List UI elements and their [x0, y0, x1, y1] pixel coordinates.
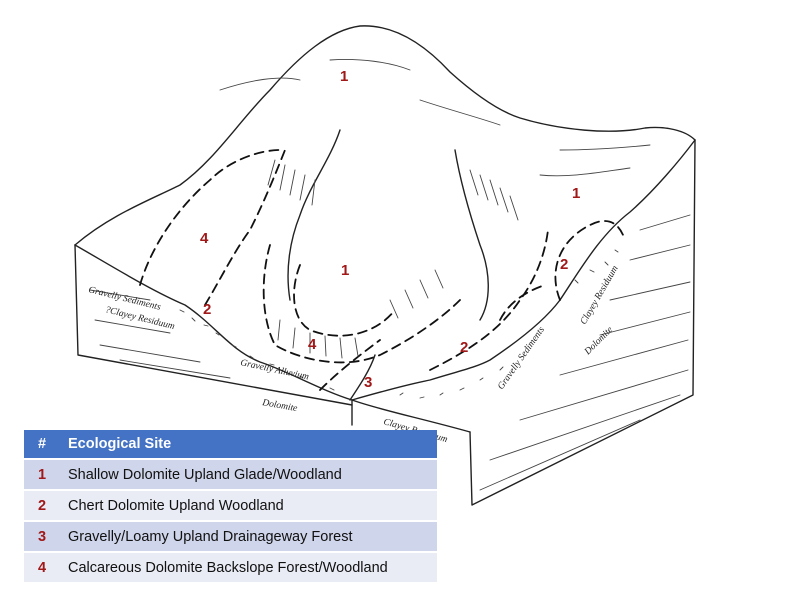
site-number-left-backslope: 4: [200, 230, 209, 247]
legend-row-number: 3: [24, 521, 60, 553]
left-face: [74, 244, 353, 406]
sediment-stipple: [179, 249, 619, 399]
ecological-boundaries: [139, 149, 626, 391]
legend-row-site: Shallow Dolomite Upland Glade/Woodland: [60, 459, 437, 491]
legend-row: 2 Chert Dolomite Upland Woodland: [24, 490, 437, 522]
legend-row: 1 Shallow Dolomite Upland Glade/Woodland: [24, 459, 437, 491]
legend-row-site: Gravelly/Loamy Upland Drainageway Forest: [60, 521, 437, 553]
site-number-center-knob: 1: [341, 262, 349, 279]
front-left-edge: [74, 244, 353, 401]
legend-header-number: #: [24, 430, 60, 460]
label-gravelly-alluvium: Gravelly Alluvium: [239, 358, 309, 382]
legend-row-site: Calcareous Dolomite Backslope Forest/Woo…: [60, 552, 437, 584]
label-dolomite-right: Dolomite: [582, 325, 615, 358]
legend-row-number: 2: [24, 490, 60, 522]
front-right-edge: [351, 139, 696, 401]
legend-row-number: 4: [24, 552, 60, 584]
site-number-upper-right: 1: [572, 185, 580, 202]
legend-row: 4 Calcareous Dolomite Backslope Forest/W…: [24, 552, 437, 584]
site-number-right-lower: 2: [460, 339, 468, 356]
slope-hatching: [219, 59, 651, 359]
site-number-right-slope: 2: [560, 256, 568, 273]
label-clayey-residuum-right: Clayey Residuum: [579, 264, 621, 326]
site-number-drainageway: 3: [364, 374, 372, 391]
site-number-center-lower: 4: [308, 336, 317, 353]
drainage-channels: [287, 129, 489, 401]
legend-header-site: Ecological Site: [60, 430, 437, 460]
terrain-outline: [74, 25, 696, 246]
legend-row-site: Chert Dolomite Upland Woodland: [60, 490, 437, 522]
label-dolomite-front: Dolomite: [260, 398, 298, 414]
ecological-site-legend: # Ecological Site 1 Shallow Dolomite Upl…: [24, 430, 437, 584]
site-number-summit: 1: [340, 68, 348, 85]
legend-row: 3 Gravelly/Loamy Upland Drainageway Fore…: [24, 521, 437, 553]
site-number-left-lower: 2: [203, 301, 211, 318]
front-face: [351, 399, 471, 433]
legend-header-row: # Ecological Site: [24, 430, 437, 460]
legend-row-number: 1: [24, 459, 60, 491]
label-gravelly-sediments-right: Gravelly Sediments: [496, 325, 547, 392]
right-face: [469, 139, 696, 506]
bedding-lines: [89, 214, 691, 491]
